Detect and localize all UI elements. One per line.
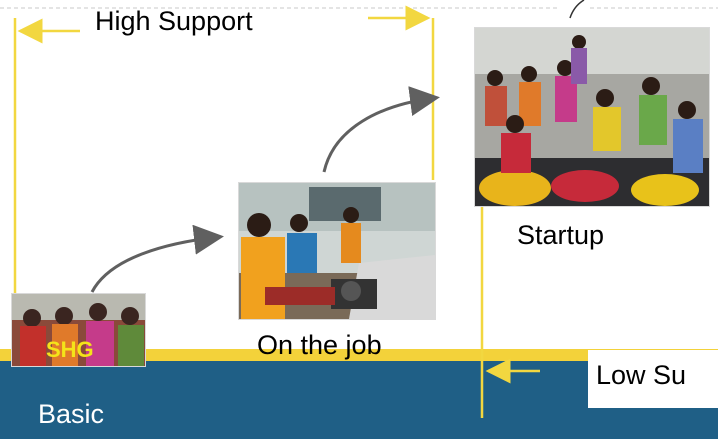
shg-label: SHG bbox=[46, 337, 94, 362]
arrow-job-to-startup bbox=[322, 86, 440, 173]
top-curve-fragment bbox=[569, 0, 585, 19]
startup-label: Startup bbox=[517, 220, 605, 250]
basic-label: Basic bbox=[38, 399, 105, 429]
arrow-basic-to-job bbox=[90, 224, 224, 293]
bottom-band-top-stripe bbox=[0, 349, 718, 361]
low-support-box bbox=[588, 350, 718, 408]
sewing-machine-training-photo bbox=[239, 183, 435, 319]
startup-photo bbox=[474, 27, 710, 207]
on-the-job-label: On the job bbox=[257, 330, 382, 360]
low-support-label: Low Su bbox=[596, 360, 687, 390]
group-of-women-photo bbox=[12, 294, 145, 366]
on-the-job-photo bbox=[238, 182, 436, 320]
women-embroidery-workshop-photo bbox=[475, 28, 709, 206]
high-support-label: High Support bbox=[95, 6, 253, 36]
basic-photo bbox=[11, 293, 146, 367]
